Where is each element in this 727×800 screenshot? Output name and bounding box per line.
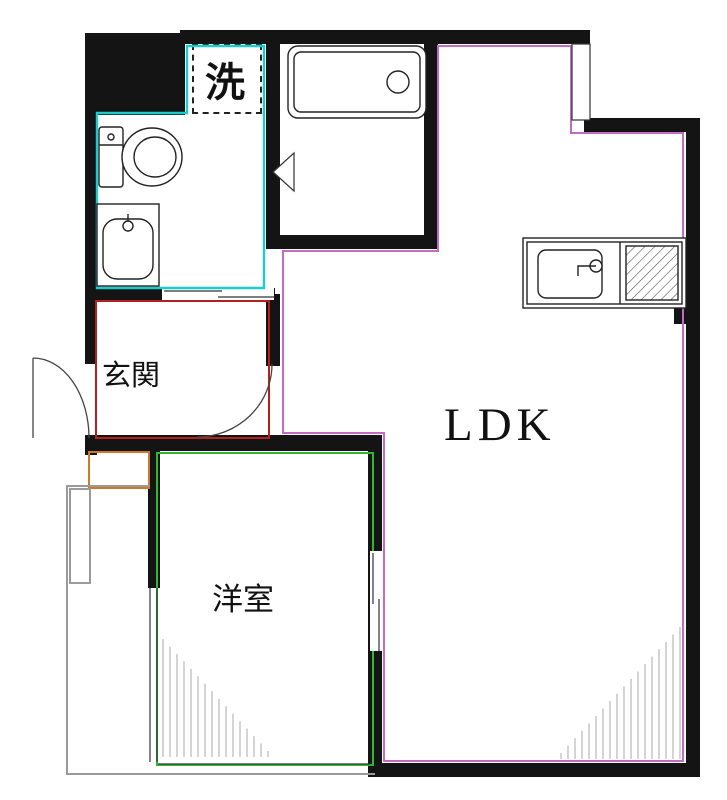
washbasin-icon <box>96 203 160 287</box>
entrance-door-arc-icon <box>32 357 90 439</box>
wall-pillar <box>674 298 700 324</box>
wall-segment <box>266 44 280 249</box>
ldk-label: LDK <box>444 399 556 451</box>
wall-segment <box>368 763 700 777</box>
entrance-label: 玄関 <box>102 360 161 392</box>
wall-segment <box>180 30 590 44</box>
wall-segment <box>686 118 700 777</box>
bedroom-label: 洋室 <box>212 582 274 617</box>
wall-segment <box>266 235 438 249</box>
wall-segment <box>85 33 185 115</box>
toilet-icon <box>98 126 183 188</box>
kitchen-counter <box>522 237 687 309</box>
stove-hatch-icon <box>625 245 679 301</box>
laundry-label: 洗 <box>205 60 245 105</box>
wall-segment <box>584 118 700 132</box>
wall-segment <box>85 110 97 302</box>
wall-segment <box>424 30 438 249</box>
wall-segment <box>85 294 97 364</box>
bathtub-icon <box>287 45 427 119</box>
shoebox-outline <box>88 451 150 489</box>
window-icon <box>571 43 591 121</box>
faucet-icon <box>589 259 603 273</box>
kitchen-sink-icon <box>537 249 603 299</box>
corner-hatch-icon <box>560 627 681 759</box>
